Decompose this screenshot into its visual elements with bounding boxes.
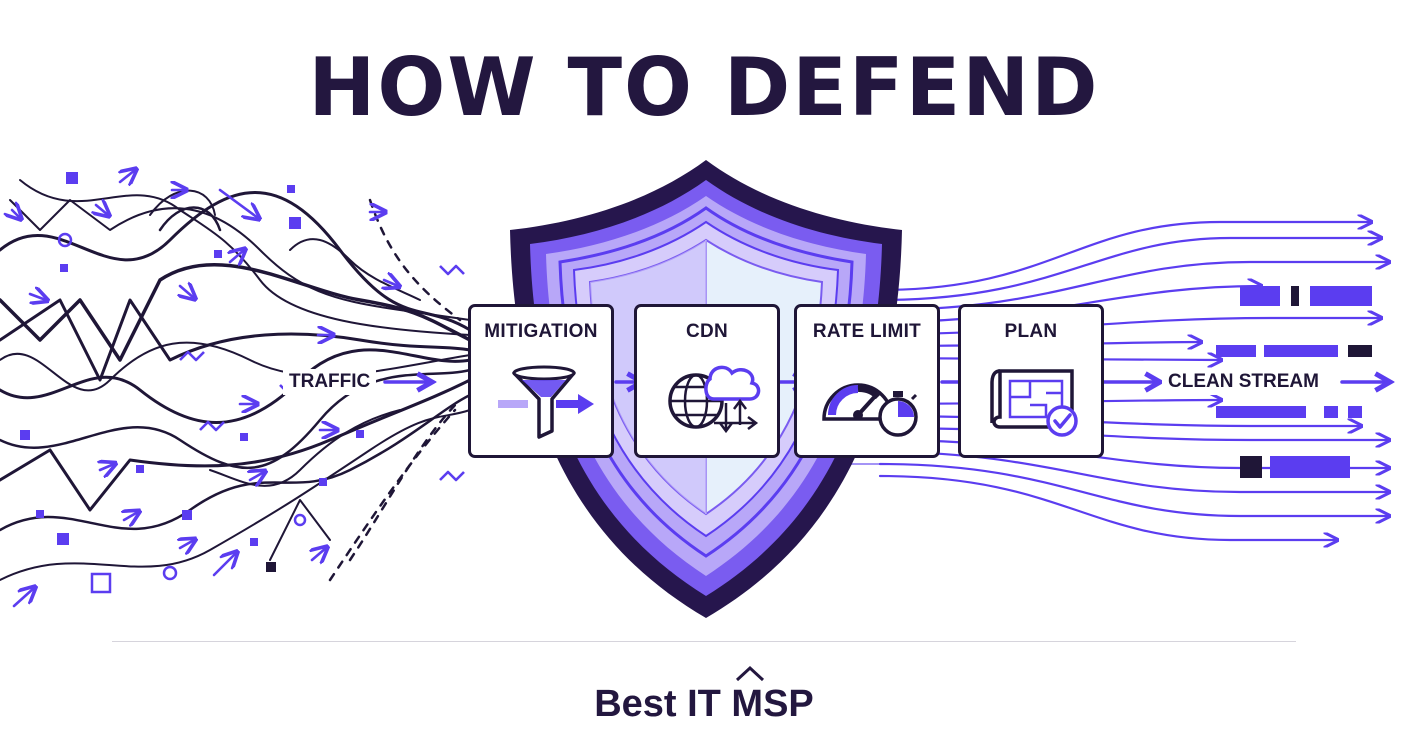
traffic-hollow-shapes <box>57 232 307 594</box>
stage-label: PLAN <box>1004 321 1058 342</box>
traffic-particles <box>20 172 364 546</box>
caret-logo-icon <box>735 665 765 682</box>
stage-rate-limit: RATE LIMIT <box>794 304 940 458</box>
stage-mitigation: MITIGATION <box>468 304 614 458</box>
stage-plan: PLAN <box>958 304 1104 458</box>
stage-label: RATE LIMIT <box>812 321 922 342</box>
stage-cdn: CDN <box>634 304 780 458</box>
traffic-particle-dark <box>266 562 276 572</box>
stage-label: CDN <box>685 321 729 342</box>
traffic-arrows <box>12 170 398 608</box>
blueprint-check-icon <box>990 369 1078 437</box>
stage-label: MITIGATION <box>484 321 598 342</box>
brand-logo-text: Best IT MSP <box>594 683 814 725</box>
clean-stream-label: CLEAN STREAM <box>1162 369 1325 395</box>
clean-stream-lines <box>878 222 1388 540</box>
speedometer-stopwatch-icon <box>822 383 918 437</box>
clean-stream-packets <box>1216 286 1372 478</box>
globe-cloud-icon <box>668 365 761 434</box>
funnel-icon <box>498 365 594 439</box>
traffic-label: TRAFFIC <box>283 369 377 395</box>
page-title: HOW TO DEFEND <box>308 41 1100 134</box>
footer-divider <box>112 641 1296 642</box>
